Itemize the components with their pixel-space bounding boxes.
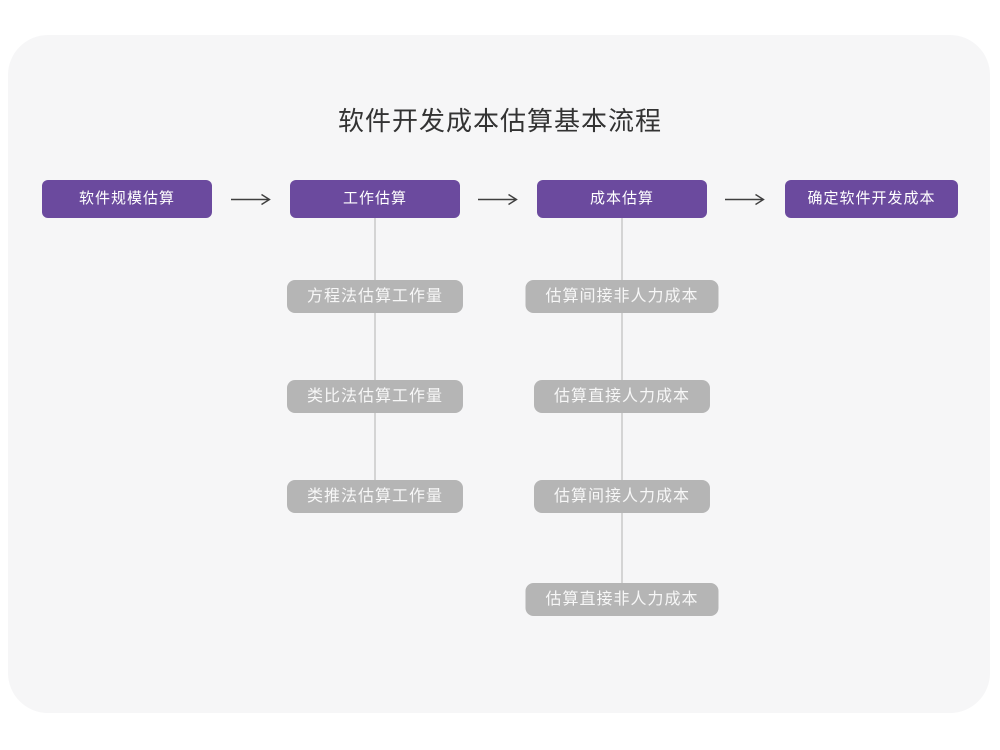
stage-node-work-estimation: 工作估算 (290, 180, 460, 218)
substep-node-direct-labor-cost: 估算直接人力成本 (533, 380, 711, 413)
right-arrow-icon (231, 193, 271, 206)
right-arrow-icon (478, 193, 518, 206)
stage-node-cost-estimation: 成本估算 (537, 180, 707, 218)
substep-node-indirect-labor-cost: 估算间接人力成本 (533, 480, 711, 513)
diagram-card (8, 35, 990, 713)
substep-node-indirect-nonlabor-cost: 估算间接非人力成本 (525, 280, 719, 313)
substep-node-direct-nonlabor-cost: 估算直接非人力成本 (525, 583, 719, 616)
substep-node-comparison-method: 类比法估算工作量 (286, 380, 464, 413)
stage-node-software-scale-estimation: 软件规模估算 (42, 180, 212, 218)
stage-node-determine-development-cost: 确定软件开发成本 (785, 180, 958, 218)
connector-line-work-estimation (374, 218, 376, 480)
substep-node-analogy-method: 类推法估算工作量 (286, 480, 464, 513)
substep-node-equation-method: 方程法估算工作量 (286, 280, 464, 313)
page-title: 软件开发成本估算基本流程 (337, 106, 662, 136)
right-arrow-icon (725, 193, 765, 206)
